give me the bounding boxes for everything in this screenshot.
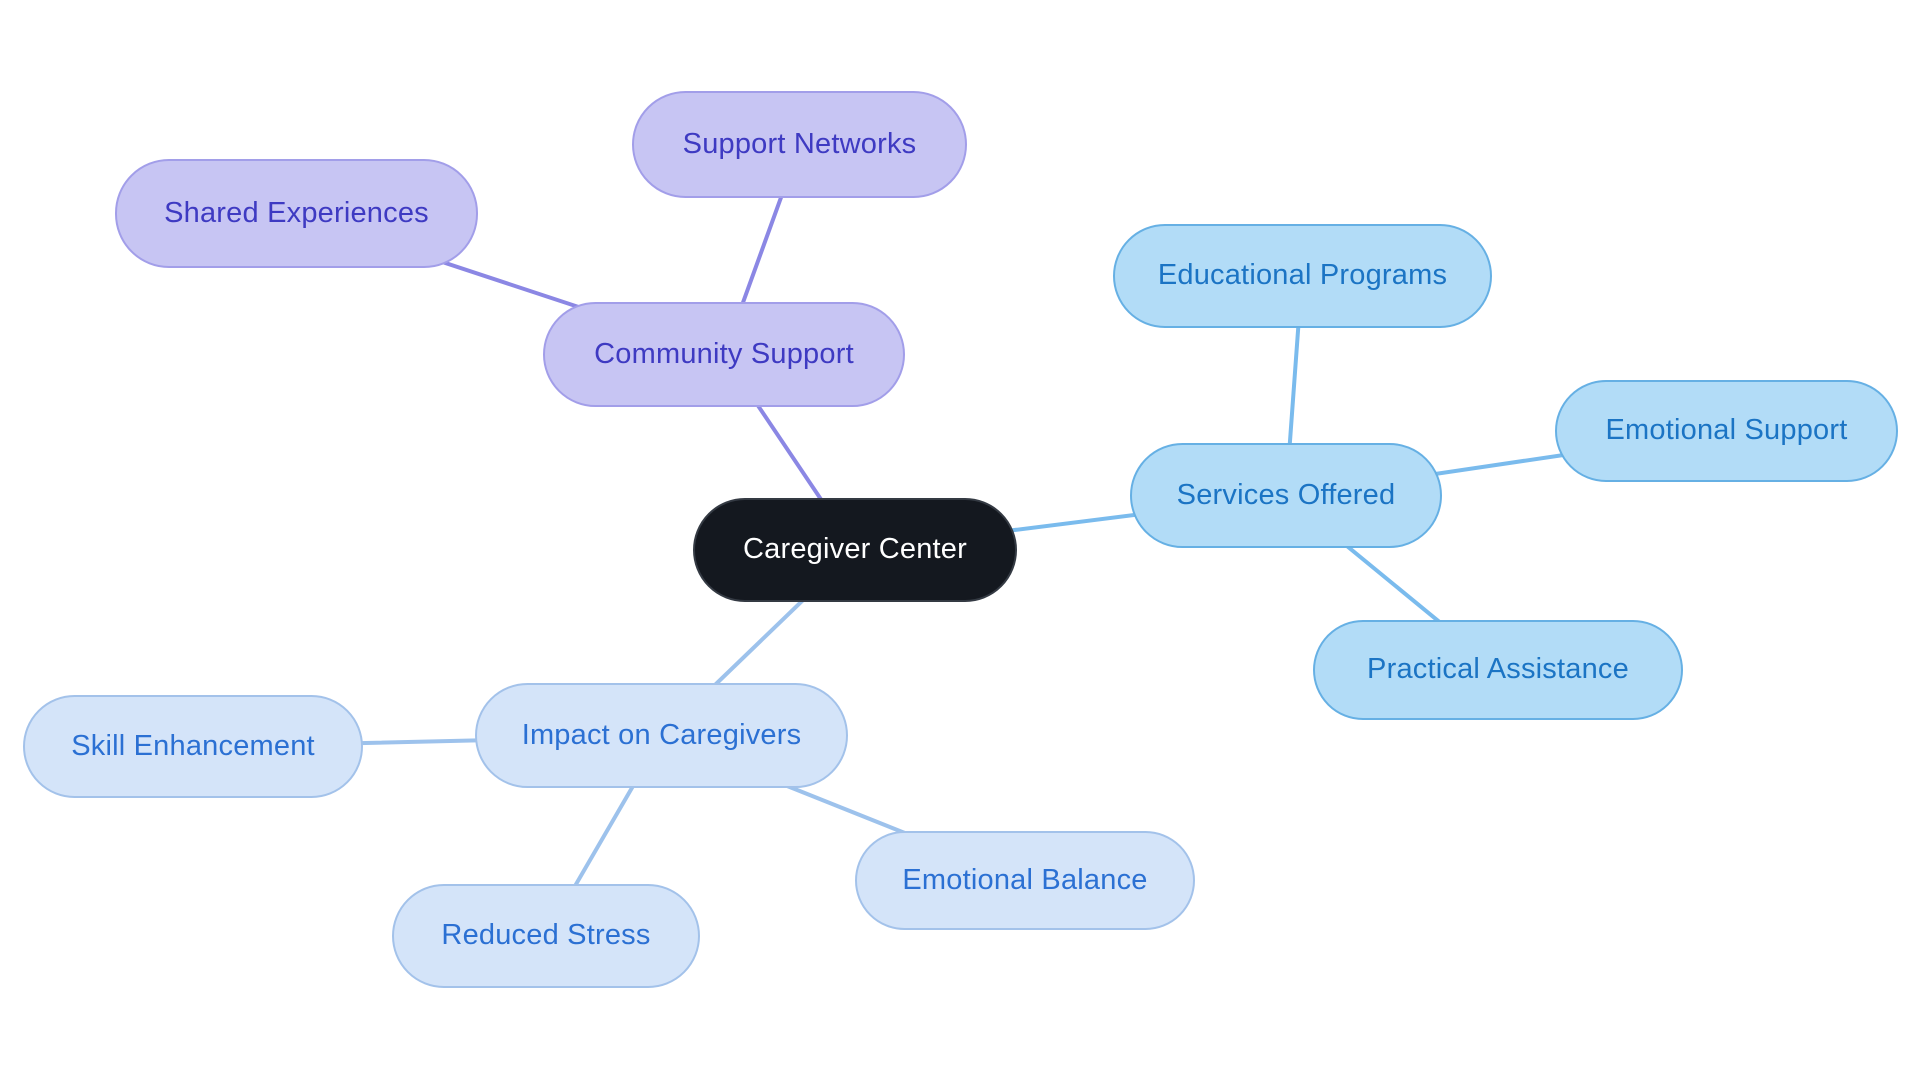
node-label: Impact on Caregivers (521, 718, 802, 751)
node-label: Practical Assistance (1367, 653, 1629, 686)
node-label: Support Networks (682, 127, 917, 160)
node-emotional-support[interactable]: Emotional Support (1555, 380, 1898, 482)
node-impact-on-caregivers[interactable]: Impact on Caregivers (475, 683, 848, 788)
node-skill-enhancement[interactable]: Skill Enhancement (23, 695, 363, 798)
node-label: Emotional Support (1605, 414, 1848, 447)
node-community-support[interactable]: Community Support (543, 302, 905, 407)
node-label: Skill Enhancement (71, 729, 315, 762)
node-support-networks[interactable]: Support Networks (632, 91, 967, 198)
node-practical-assistance[interactable]: Practical Assistance (1313, 620, 1683, 720)
node-shared-experiences[interactable]: Shared Experiences (115, 159, 478, 268)
node-educational-programs[interactable]: Educational Programs (1113, 224, 1492, 328)
node-label: Reduced Stress (441, 919, 651, 952)
node-caregiver-center[interactable]: Caregiver Center (693, 498, 1017, 602)
node-label: Shared Experiences (164, 196, 429, 229)
node-reduced-stress[interactable]: Reduced Stress (392, 884, 700, 988)
node-label: Community Support (594, 337, 854, 370)
node-label: Emotional Balance (902, 863, 1148, 896)
node-label: Educational Programs (1157, 259, 1448, 292)
node-emotional-balance[interactable]: Emotional Balance (855, 831, 1195, 930)
node-label: Caregiver Center (742, 533, 967, 566)
node-label: Services Offered (1176, 478, 1396, 511)
node-services-offered[interactable]: Services Offered (1130, 443, 1442, 548)
